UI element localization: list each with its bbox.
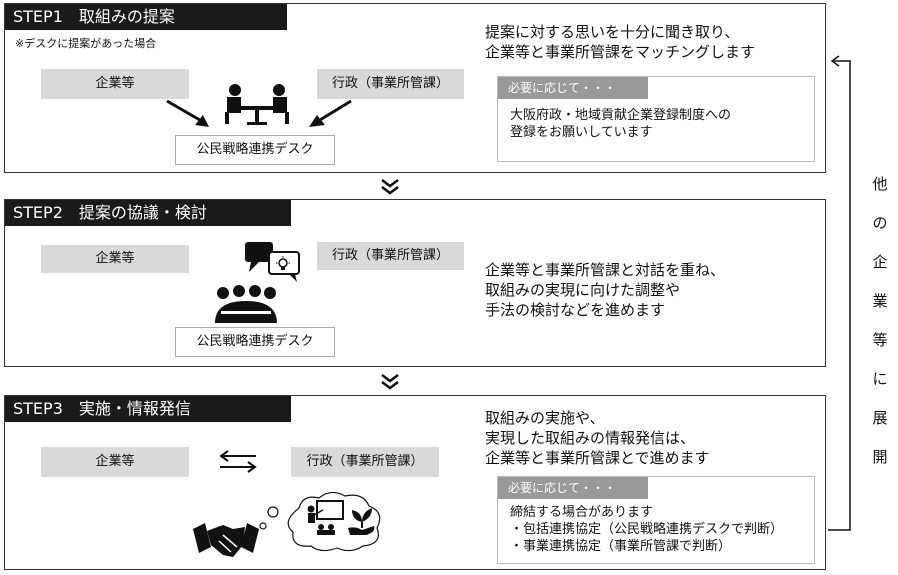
step1-note: ※デスクに提案があった場合	[15, 37, 157, 50]
step2-desc: 企業等と事業所管課と対話を重ね、 取組みの実現に向けた調整や 手法の検討などを進…	[485, 261, 726, 319]
step1-panel: STEP1 取組みの提案 ※デスクに提案があった場合 企業等 行政（事業所管課）…	[4, 3, 826, 173]
handshake-icon	[193, 523, 259, 557]
step1-desk-box: 公民戦略連携デスク	[175, 135, 335, 165]
loop-arrow-icon	[828, 55, 851, 531]
lightbulb-icon	[276, 256, 290, 270]
step2-panel: STEP2 提案の協議・検討 企業等 行政（事業所管課） 公民戦略連携デスク 企…	[4, 199, 826, 367]
step2-company-box: 企業等	[41, 245, 189, 273]
step1-company-box: 企業等	[41, 69, 189, 99]
group-meeting-icon	[215, 285, 277, 323]
arrow-gov-to-desk	[309, 99, 352, 127]
step1-need-header: 必要に応じて・・・	[498, 77, 648, 99]
step3-title: STEP3 実施・情報発信	[5, 396, 291, 422]
step3-need-header: 必要に応じて・・・	[498, 477, 648, 499]
speech-bubble-icon	[245, 242, 300, 282]
step1-need-box: 必要に応じて・・・ 大阪府政・地域貢献企業登録制度への 登録をお願いしています	[497, 76, 815, 162]
plant-hand-icon	[348, 508, 375, 535]
exchange-arrows-icon	[219, 450, 257, 473]
step1-need-body: 大阪府政・地域貢献企業登録制度への 登録をお願いしています	[510, 108, 732, 140]
step1-title: STEP1 取組みの提案	[5, 4, 287, 30]
step2-desk-box: 公民戦略連携デスク	[175, 327, 335, 357]
step3-need-box: 必要に応じて・・・ 締結する場合があります ・包括連携協定（公民戦略連携デスクで…	[497, 476, 815, 564]
step1-desc: 提案に対する思いを十分に聞き取り、 企業等と事業所管課をマッチングします	[485, 23, 756, 61]
step2-title: STEP2 提案の協議・検討	[5, 200, 291, 226]
arrow-company-to-desk	[166, 99, 209, 127]
step1-gov-box: 行政（事業所管課）	[317, 69, 464, 99]
step3-desc: 取組みの実施や、 実現した取組みの情報発信は、 企業等と事業所管課とで進めます	[485, 409, 710, 467]
step3-panel: STEP3 実施・情報発信 企業等 行政（事業所管課） 取組みの実施や、 実	[4, 395, 826, 570]
chevron-down-icon	[381, 179, 399, 195]
step3-company-box: 企業等	[41, 447, 189, 477]
step3-need-body: 締結する場合があります ・包括連携協定（公民戦略連携デスクで判断） ・事業連携協…	[510, 505, 784, 554]
presentation-icon	[307, 500, 344, 535]
meeting-table-icon	[225, 84, 289, 125]
step2-gov-box: 行政（事業所管課）	[317, 242, 464, 270]
step3-gov-box: 行政（事業所管課）	[291, 447, 439, 477]
chevron-down-icon	[381, 374, 399, 390]
